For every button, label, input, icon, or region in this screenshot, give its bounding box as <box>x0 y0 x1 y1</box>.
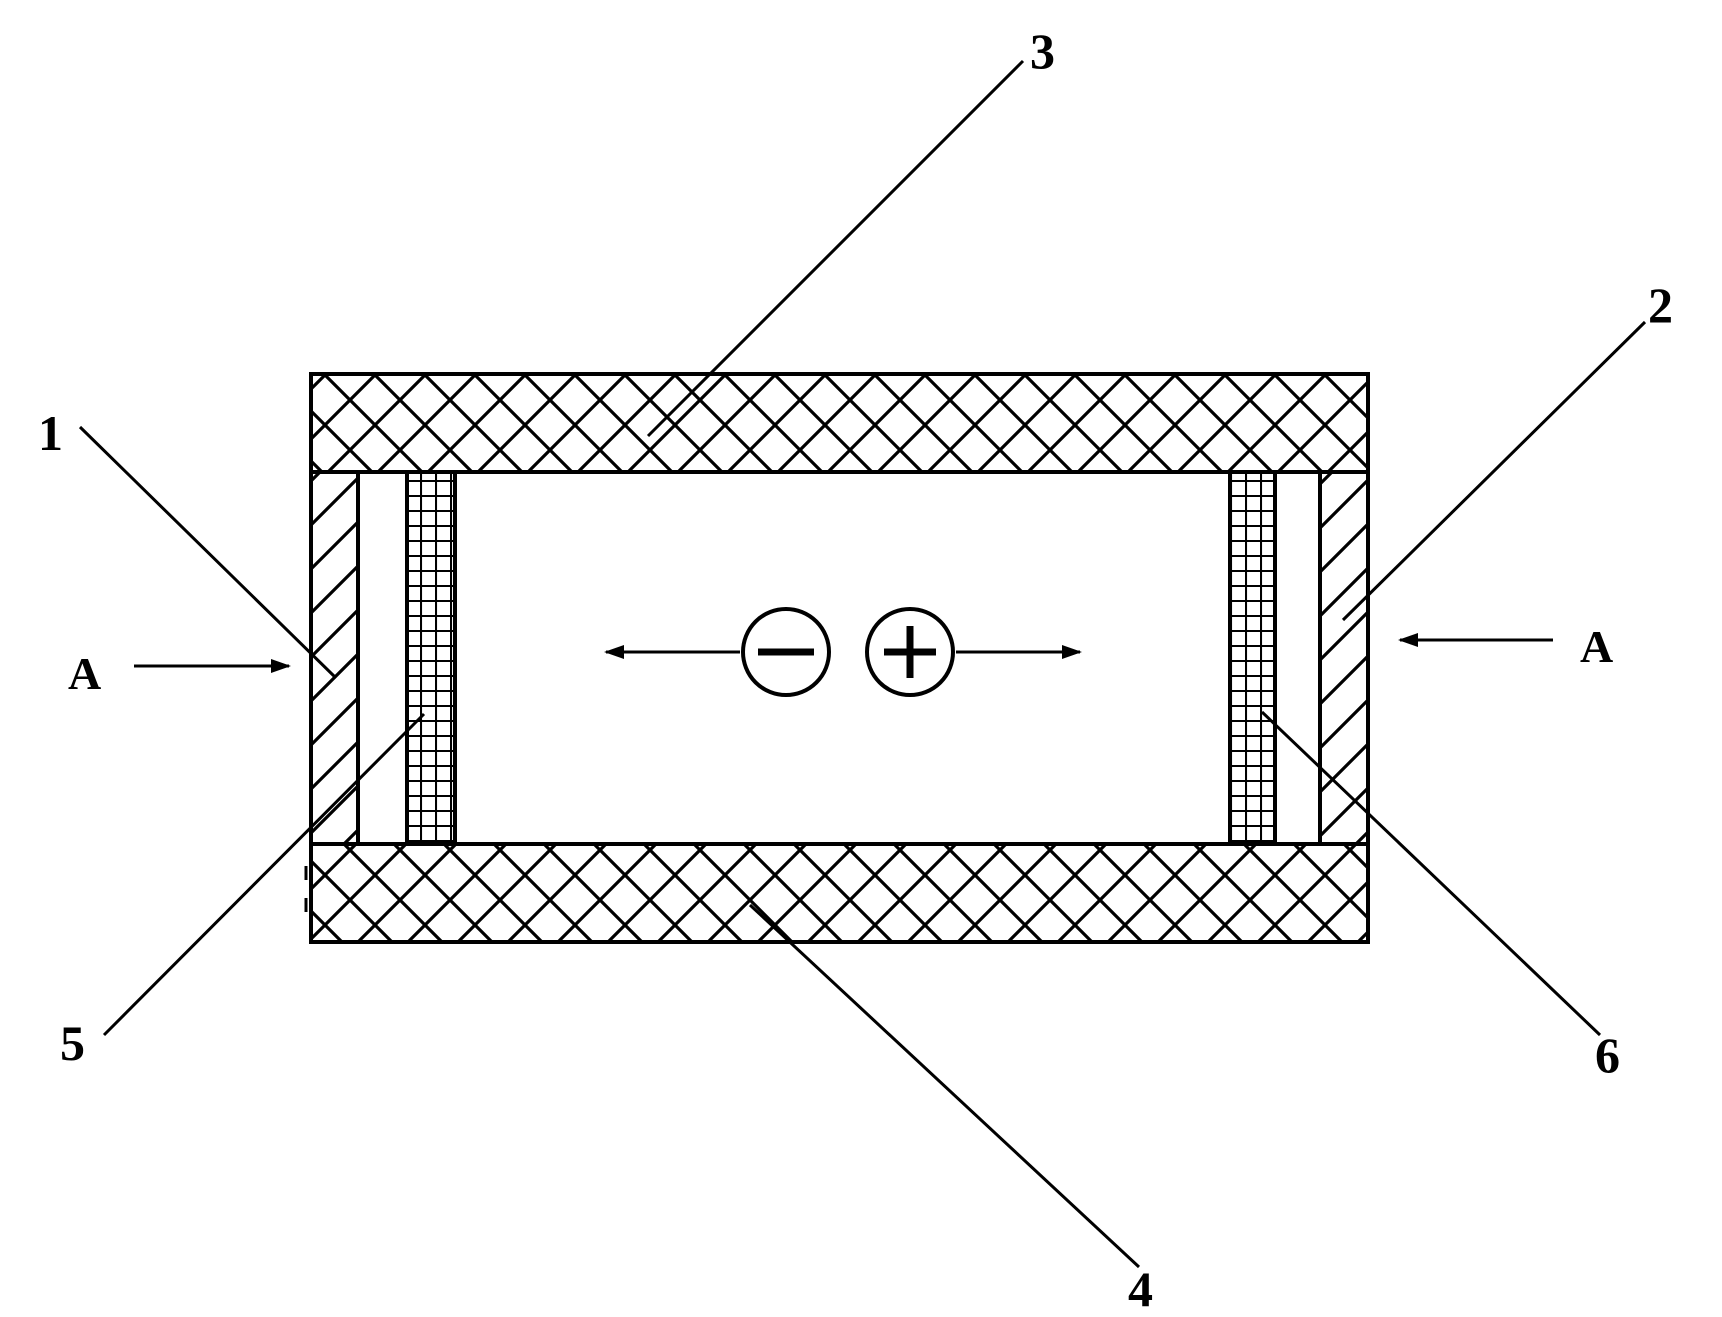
bottom-plate <box>309 842 1370 944</box>
top-plate <box>309 372 1370 474</box>
leader-line-6 <box>1260 710 1602 1037</box>
section-label-left: A <box>68 648 101 699</box>
right-electrode <box>1318 470 1370 846</box>
ref-numeral-4: 4 <box>1128 1261 1153 1317</box>
leader-line-2 <box>1341 320 1647 622</box>
central-chamber <box>453 470 1232 846</box>
leader-line-3 <box>646 59 1025 438</box>
ref-numeral-5: 5 <box>60 1015 85 1071</box>
negative-ion <box>741 607 831 697</box>
right-gap <box>1273 470 1322 846</box>
ref-numeral-1: 1 <box>38 405 63 461</box>
right-grid <box>1228 470 1277 846</box>
positive-ion <box>865 607 955 697</box>
leader-line-4 <box>748 903 1141 1269</box>
left-grid <box>405 470 457 846</box>
left-gap <box>356 470 409 846</box>
ref-numeral-3: 3 <box>1030 23 1055 79</box>
ref-numeral-6: 6 <box>1595 1027 1620 1083</box>
section-label-right: A <box>1580 621 1613 672</box>
leader-line-1 <box>78 425 338 680</box>
ref-numeral-2: 2 <box>1648 277 1673 333</box>
left-electrode <box>309 470 360 846</box>
leader-line-5 <box>102 712 426 1037</box>
